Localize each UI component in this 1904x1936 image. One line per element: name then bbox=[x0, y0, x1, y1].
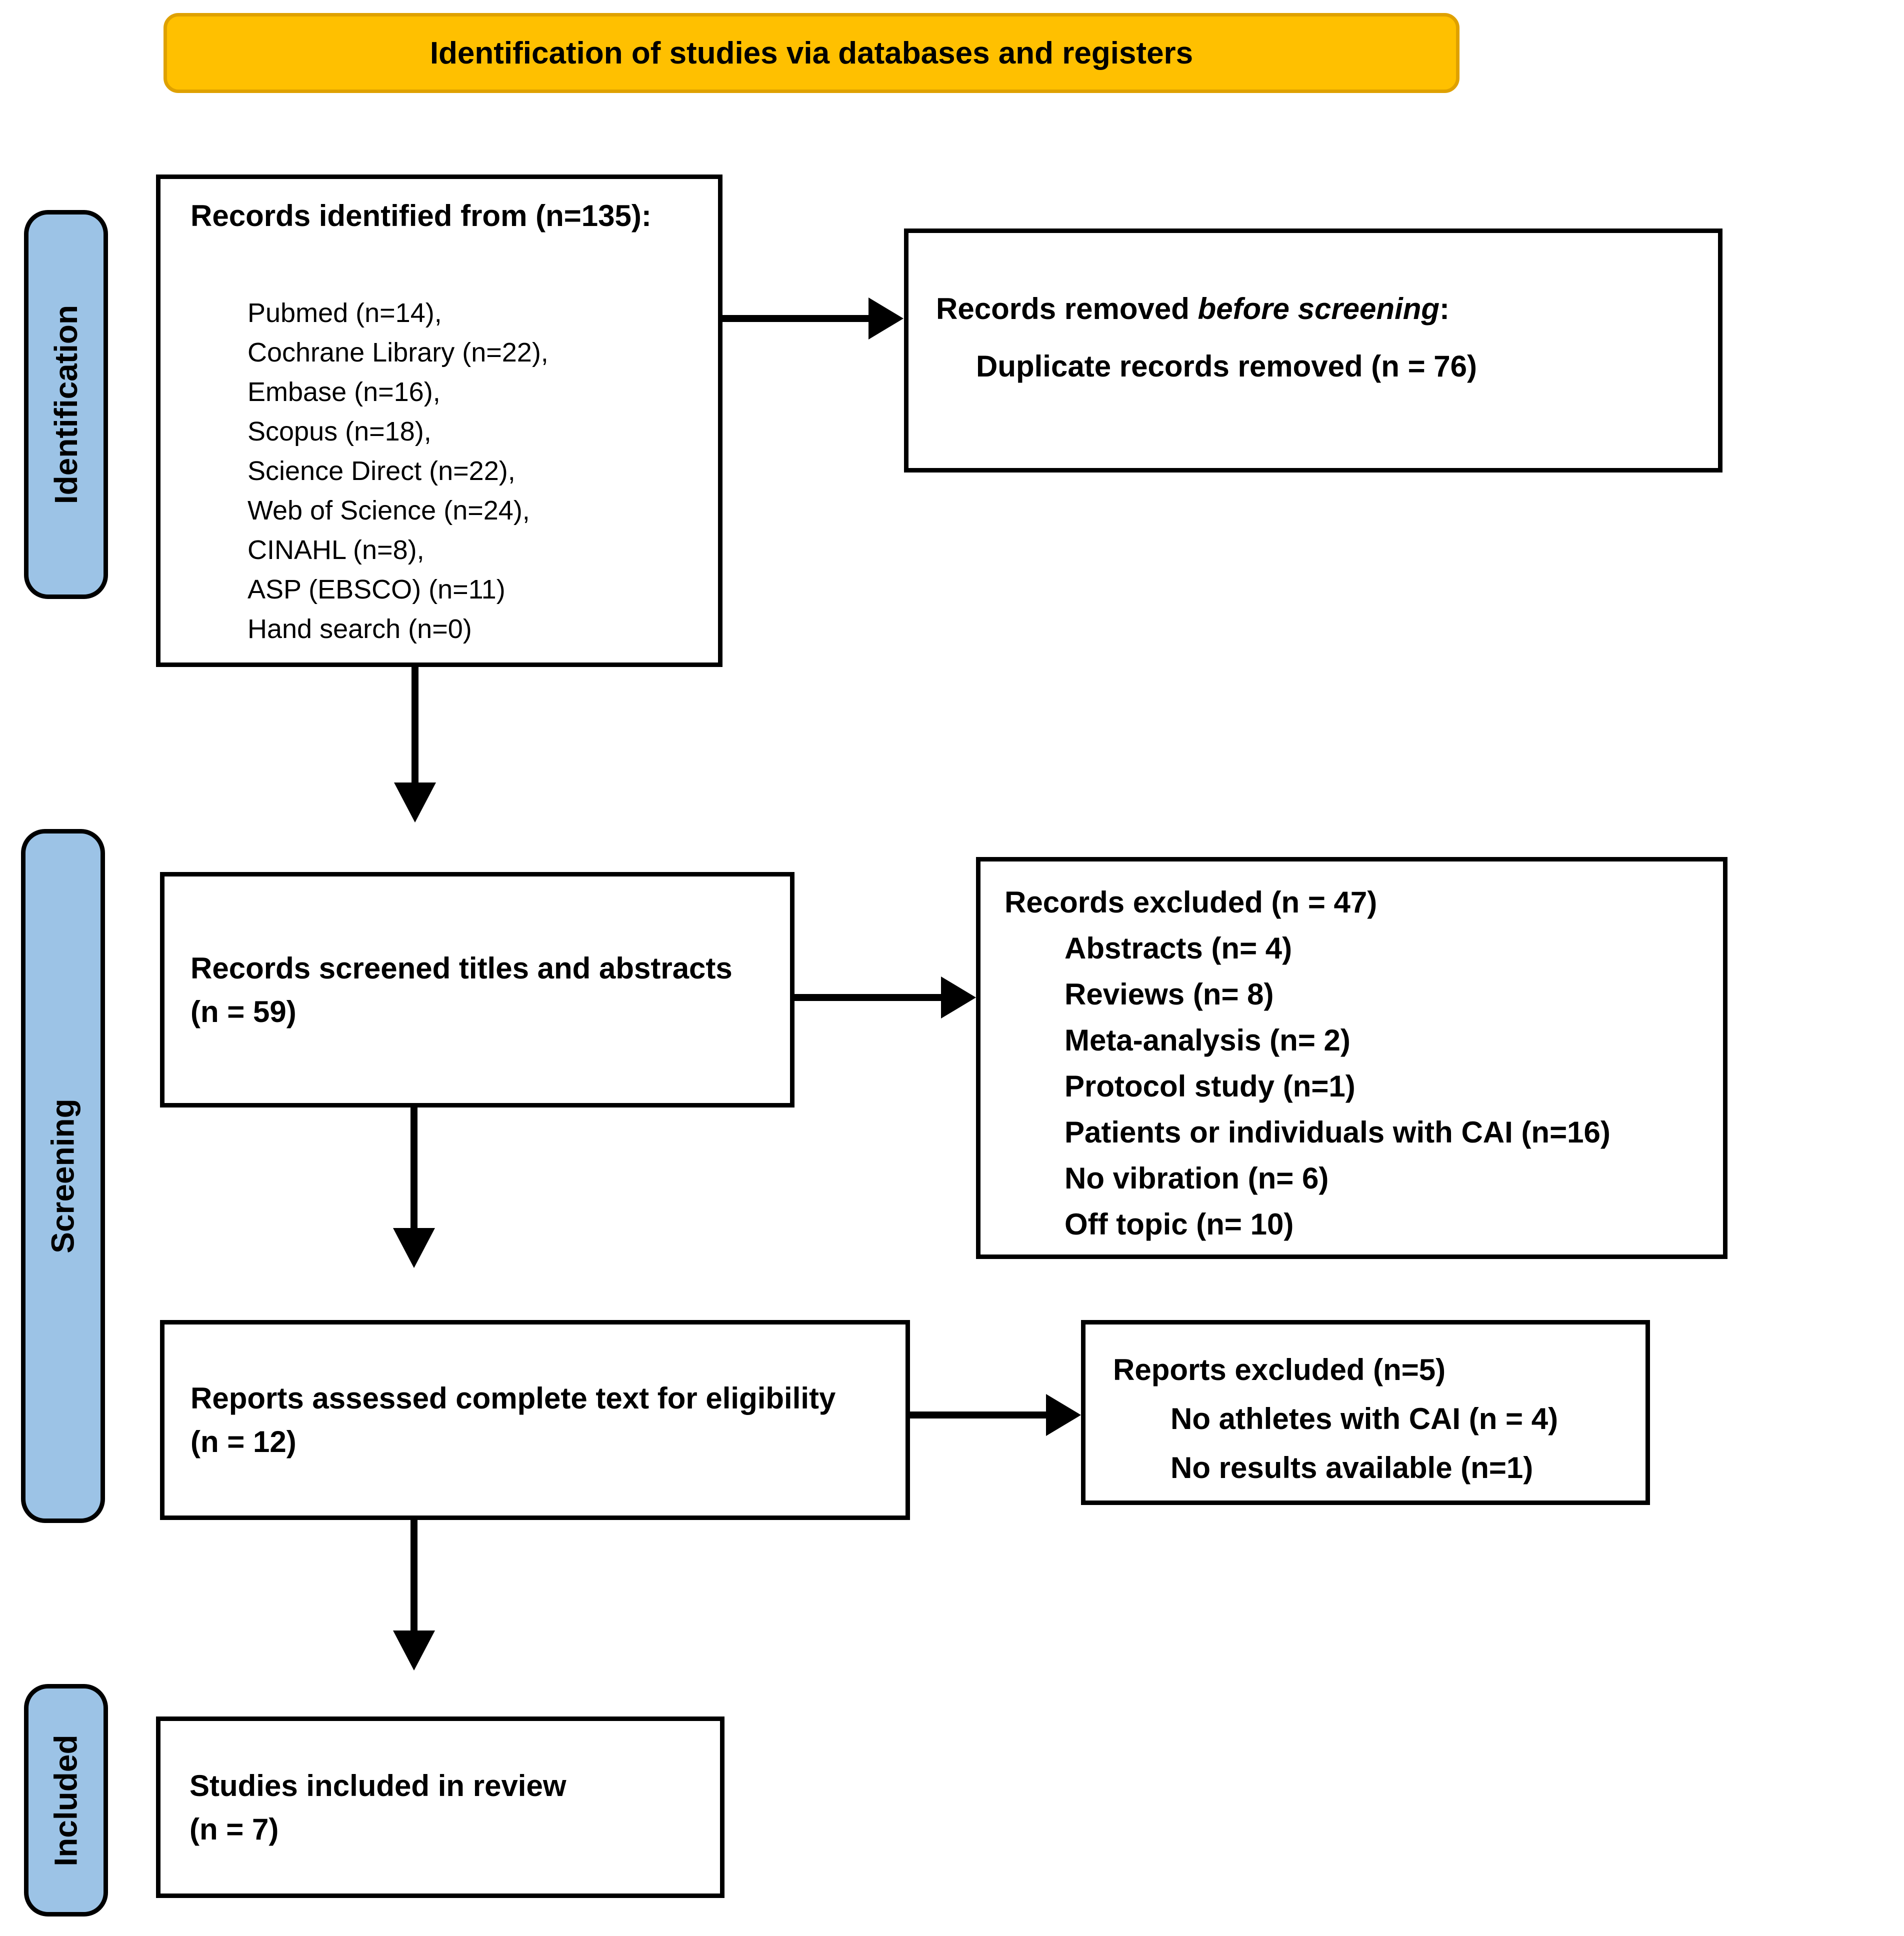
database-list-item: Scopus (n=18), bbox=[248, 416, 432, 446]
exclusion-reason: Protocol study (n=1) bbox=[1064, 1070, 1356, 1103]
box-reports-assessed: Reports assessed complete text for eligi… bbox=[160, 1320, 910, 1520]
arrow-shaft bbox=[794, 994, 942, 1001]
arrow-shaft bbox=[412, 667, 418, 783]
exclusion-reason: No results available (n=1) bbox=[1170, 1451, 1534, 1484]
box-records-identified: Records identified from (n=135): Pubmed … bbox=[156, 174, 722, 667]
studies-included-line1: Studies included in review bbox=[190, 1768, 566, 1802]
stage-pill-identification: Identification bbox=[24, 210, 108, 599]
flow-title-banner: Identification of studies via databases … bbox=[164, 13, 1460, 93]
records-removed-heading-prefix: Records removed bbox=[936, 292, 1198, 326]
records-screened-count: (n = 59) bbox=[190, 994, 296, 1028]
arrow-head-down-icon bbox=[393, 1630, 435, 1670]
records-screened-line1: Records screened titles and abstracts bbox=[190, 951, 732, 985]
arrow-head-down-icon bbox=[394, 782, 436, 822]
reports-excluded-reasons: No athletes with CAI (n = 4) No results … bbox=[1113, 1394, 1630, 1492]
records-excluded-reasons: Abstracts (n= 4) Reviews (n= 8) Meta-ana… bbox=[1004, 926, 1708, 1248]
arrow-shaft bbox=[410, 1520, 418, 1631]
reports-excluded-heading: Reports excluded (n=5) bbox=[1113, 1353, 1446, 1386]
exclusion-reason: Abstracts (n= 4) bbox=[1064, 932, 1292, 965]
stage-pill-included: Included bbox=[24, 1684, 108, 1916]
stage-label-screening: Screening bbox=[45, 1098, 81, 1254]
records-removed-heading-italic: before screening bbox=[1198, 292, 1440, 326]
database-list-item: ASP (EBSCO) (n=11) bbox=[248, 574, 506, 604]
records-excluded-heading: Records excluded (n = 47) bbox=[1004, 886, 1378, 919]
records-removed-heading: Records removed before screening: bbox=[936, 287, 1698, 330]
records-identified-heading: Records identified from (n=135): bbox=[190, 199, 652, 232]
stage-label-identification: Identification bbox=[48, 304, 84, 504]
box-records-screened: Records screened titles and abstracts (n… bbox=[160, 872, 794, 1108]
arrow-head-right-icon bbox=[868, 298, 904, 340]
flow-title: Identification of studies via databases … bbox=[430, 36, 1194, 70]
exclusion-reason: Off topic (n= 10) bbox=[1064, 1208, 1294, 1241]
arrow-shaft bbox=[722, 315, 868, 322]
database-list-item: Pubmed (n=14), bbox=[248, 298, 442, 328]
studies-included-count: (n = 7) bbox=[190, 1812, 279, 1846]
database-list-item: Web of Science (n=24), bbox=[248, 496, 530, 526]
stage-pill-screening: Screening bbox=[21, 829, 105, 1523]
arrow-shaft bbox=[410, 1108, 418, 1228]
records-removed-heading-suffix: : bbox=[1440, 292, 1450, 326]
exclusion-reason: No vibration (n= 6) bbox=[1064, 1162, 1329, 1195]
duplicates-removed-line: Duplicate records removed (n = 76) bbox=[976, 350, 1478, 383]
arrow-shaft bbox=[910, 1412, 1047, 1418]
reports-assessed-count: (n = 12) bbox=[190, 1425, 296, 1458]
database-list-item: Hand search (n=0) bbox=[248, 614, 472, 644]
arrow-head-down-icon bbox=[393, 1228, 435, 1268]
database-list-item: CINAHL (n=8), bbox=[248, 535, 424, 565]
exclusion-reason: Patients or individuals with CAI (n=16) bbox=[1064, 1116, 1610, 1149]
arrow-head-right-icon bbox=[1046, 1394, 1081, 1436]
database-list-item: Science Direct (n=22), bbox=[248, 456, 516, 486]
exclusion-reason: No athletes with CAI (n = 4) bbox=[1170, 1402, 1558, 1436]
stage-label-included: Included bbox=[48, 1734, 84, 1866]
arrow-head-right-icon bbox=[941, 976, 976, 1018]
box-studies-included: Studies included in review (n = 7) bbox=[156, 1716, 724, 1898]
box-records-removed: Records removed before screening: Duplic… bbox=[904, 228, 1722, 472]
database-list-item: Embase (n=16), bbox=[248, 377, 440, 407]
box-records-excluded: Records excluded (n = 47) Abstracts (n= … bbox=[976, 857, 1728, 1259]
database-list: Pubmed (n=14), Cochrane Library (n=22), … bbox=[248, 294, 698, 649]
exclusion-reason: Reviews (n= 8) bbox=[1064, 978, 1274, 1011]
box-reports-excluded: Reports excluded (n=5) No athletes with … bbox=[1081, 1320, 1650, 1505]
database-list-item: Cochrane Library (n=22), bbox=[248, 338, 548, 368]
reports-assessed-line1: Reports assessed complete text for eligi… bbox=[190, 1382, 836, 1415]
exclusion-reason: Meta-analysis (n= 2) bbox=[1064, 1024, 1350, 1057]
